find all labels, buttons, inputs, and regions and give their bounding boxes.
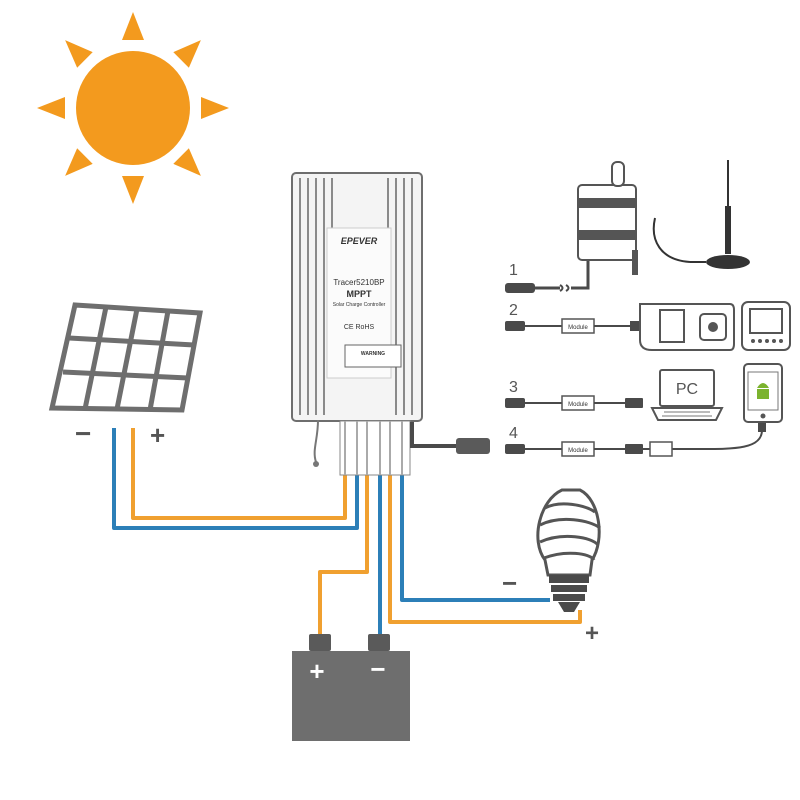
panel-positive-label: + xyxy=(150,420,165,450)
charge-controller: EPEVER Tracer5210BP MPPT Solar Charge Co… xyxy=(291,172,423,476)
comm-option-1: 1 xyxy=(505,160,750,293)
rs485-cable xyxy=(410,422,490,454)
model-name: Tracer5210BP xyxy=(333,278,384,287)
laptop-icon: PC xyxy=(650,369,724,421)
remote-meter-icon xyxy=(639,303,735,351)
battery-positive-wire xyxy=(318,475,369,638)
comm-option-number: 3 xyxy=(509,379,518,396)
mppt-label: MPPT xyxy=(346,289,372,299)
terminal-block xyxy=(339,420,411,476)
comm-option-number: 2 xyxy=(509,302,518,319)
remote-display-icon xyxy=(741,301,791,351)
module-label: Module xyxy=(568,402,588,408)
cert-marks: CE RoHS xyxy=(344,324,375,331)
panel-negative-label: − xyxy=(75,418,91,449)
light-bulb-icon xyxy=(536,488,601,577)
comm-option-3: 3 Module PC xyxy=(505,369,724,421)
solar-panel-icon xyxy=(48,302,203,413)
comm-option-4: 4 Module xyxy=(505,363,783,457)
brand-logo: EPEVER xyxy=(341,236,378,246)
wires xyxy=(112,428,582,638)
panel-negative-wire xyxy=(112,428,359,530)
module-label: Module xyxy=(568,448,588,454)
sun-ray xyxy=(173,148,201,176)
sun-ray xyxy=(122,176,144,204)
sun-ray xyxy=(65,40,93,68)
sun-ray xyxy=(37,97,65,119)
comm-option-number: 4 xyxy=(509,425,518,442)
heatsink-fins xyxy=(299,178,413,415)
battery-negative-label: − xyxy=(370,654,385,684)
sun-ray xyxy=(65,148,93,176)
panel-positive-wire xyxy=(131,428,347,520)
load-negative-label: − xyxy=(502,568,517,598)
battery-positive-label: + xyxy=(309,656,324,686)
sun-ray xyxy=(201,97,229,119)
sun-ray xyxy=(122,12,144,40)
sun-icon xyxy=(37,12,229,204)
comm-option-number: 1 xyxy=(509,262,518,279)
warning-label: WARNING xyxy=(361,351,385,357)
sun-ray xyxy=(173,40,201,68)
load-positive-label: + xyxy=(585,620,599,647)
android-phone-icon xyxy=(743,363,783,423)
temperature-sensor-cable xyxy=(313,419,319,463)
battery-icon: + − xyxy=(292,634,410,741)
load-positive-wire xyxy=(388,475,582,624)
comm-option-2: 2 Module xyxy=(505,301,791,351)
bulb-base xyxy=(549,575,589,612)
load-negative-wire xyxy=(400,475,550,602)
pc-label: PC xyxy=(676,381,698,398)
antenna-icon xyxy=(652,160,750,269)
module-label: Module xyxy=(568,325,588,331)
controller-subtitle: Solar Charge Controller xyxy=(333,302,386,308)
wifi-adapter-icon xyxy=(577,161,638,275)
